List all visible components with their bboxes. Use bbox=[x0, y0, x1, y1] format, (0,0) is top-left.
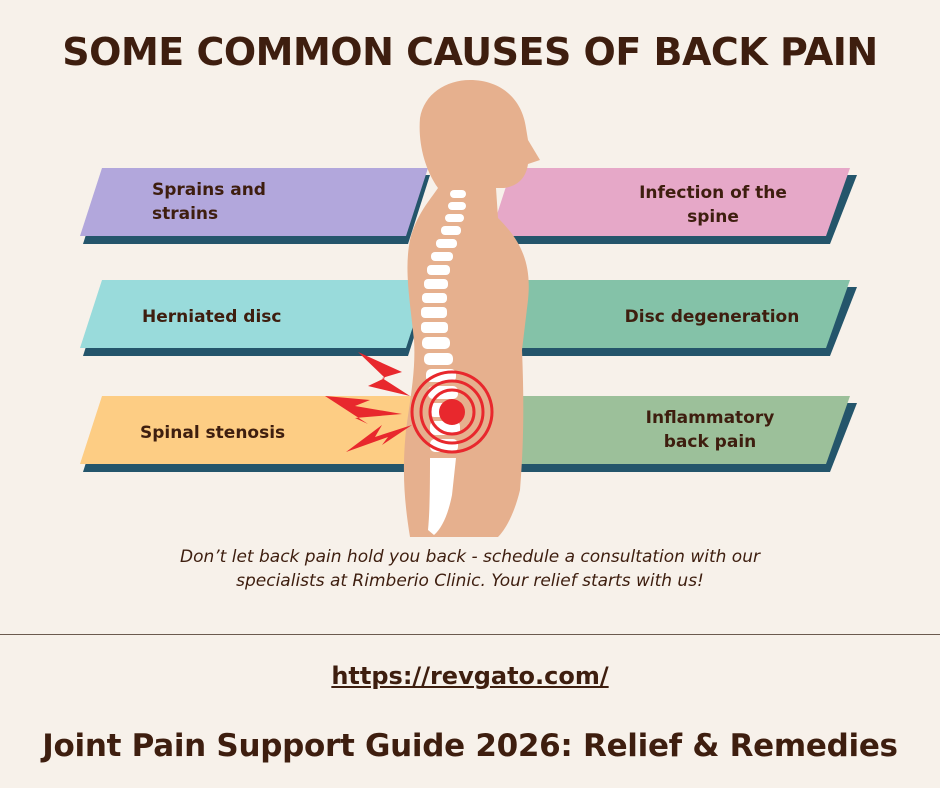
pain-center bbox=[439, 399, 465, 425]
banner-infection bbox=[490, 168, 850, 236]
page-title: SOME COMMON CAUSES OF BACK PAIN bbox=[62, 30, 878, 74]
footer-title: Joint Pain Support Guide 2026: Relief & … bbox=[42, 728, 898, 764]
label-herniated: Herniated disc bbox=[142, 307, 282, 327]
banner-degeneration bbox=[490, 280, 850, 348]
divider bbox=[0, 634, 940, 635]
banner-sprains bbox=[80, 168, 428, 236]
banner-stenosis bbox=[80, 396, 428, 464]
label-stenosis: Spinal stenosis bbox=[140, 423, 286, 443]
label-degeneration: Disc degeneration bbox=[624, 307, 800, 327]
banner-herniated bbox=[80, 280, 428, 348]
website-link[interactable]: https://revgato.com/ bbox=[331, 662, 609, 690]
label-sprains: Sprains and strains bbox=[152, 180, 266, 224]
label-infection: Infection of the spine bbox=[639, 183, 787, 227]
tagline: Don’t let back pain hold you back - sche… bbox=[180, 547, 760, 591]
label-inflammatory: Inflammatory back pain bbox=[645, 408, 775, 452]
pain-bolts bbox=[325, 352, 412, 452]
banner-inflammatory bbox=[490, 396, 850, 464]
pain-rings bbox=[410, 370, 494, 454]
